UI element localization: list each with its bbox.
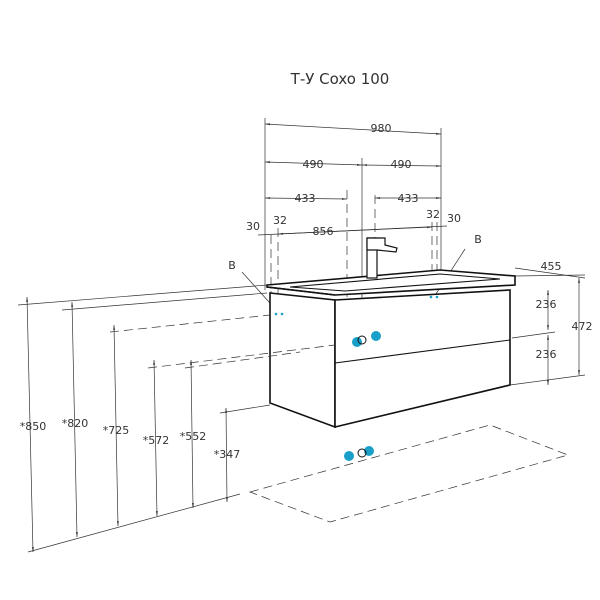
vanity-cabinet: [266, 269, 516, 429]
basin-outline: [289, 273, 501, 292]
height-572: *572: [143, 434, 170, 447]
dim-edge-right-inner: 32: [426, 208, 440, 221]
height-725: *725: [103, 424, 130, 437]
height-552: *552: [180, 430, 207, 443]
height-dimension-lines: [17, 284, 336, 553]
dim-depth: 455: [541, 260, 562, 273]
faucet-icon: [366, 237, 398, 279]
dim-drawer-top: 236: [536, 298, 557, 311]
dim-edge-right: 30: [447, 212, 461, 225]
dim-height-total: 472: [572, 320, 593, 333]
water-outlet-icon: [352, 337, 362, 347]
dim-drawer-bottom: 236: [536, 348, 557, 361]
dim-offset-left: 433: [295, 192, 316, 205]
dimension-lines: [241, 123, 586, 386]
height-850: *850: [20, 420, 47, 433]
outlet-markers: [274, 295, 439, 461]
dim-width-total: 980: [371, 122, 392, 135]
drawing-title: Т-У Coxo 100: [290, 70, 390, 88]
dim-half-left: 490: [303, 158, 324, 171]
dim-offset-right: 433: [398, 192, 419, 205]
height-820: *820: [62, 417, 89, 430]
dim-half-right: 490: [391, 158, 412, 171]
dim-edge-left: 30: [246, 220, 260, 233]
dim-edge-left-inner: 32: [273, 214, 287, 227]
drain-outlet-icon: [344, 451, 354, 461]
drain-outlet-icon: [364, 446, 374, 456]
marker-b-right: B: [474, 233, 482, 246]
drawer-divider: [334, 339, 511, 364]
dim-inner-width: 856: [313, 225, 334, 238]
height-347: *347: [214, 448, 241, 461]
floor-footprint: [248, 424, 570, 523]
dimension-labels: 980 490 490 433 433 856 30 32 32 30 455 …: [20, 122, 593, 461]
marker-b-left: B: [228, 259, 236, 272]
water-outlet-icon: [371, 331, 381, 341]
